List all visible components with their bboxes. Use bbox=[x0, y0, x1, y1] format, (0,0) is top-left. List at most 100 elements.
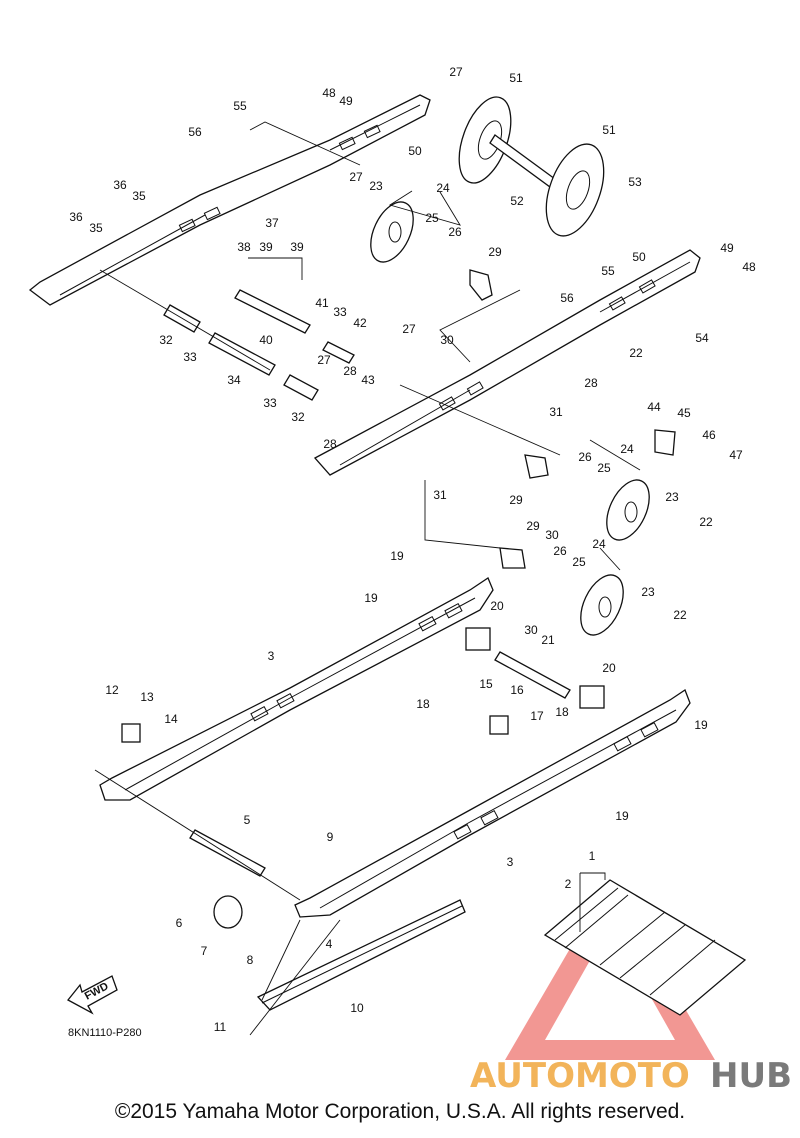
callout-8: 8 bbox=[247, 953, 254, 967]
callout-18b: 18 bbox=[555, 705, 569, 719]
callout-39b: 39 bbox=[290, 240, 304, 254]
callout-24: 24 bbox=[436, 181, 450, 195]
callout-20b: 20 bbox=[602, 661, 616, 675]
callout-19: 19 bbox=[390, 549, 404, 563]
callout-22: 22 bbox=[629, 346, 643, 360]
callout-48b: 48 bbox=[742, 260, 756, 274]
callout-47: 47 bbox=[729, 448, 743, 462]
callout-51: 51 bbox=[509, 71, 523, 85]
callout-1: 1 bbox=[589, 849, 596, 863]
callout-11: 11 bbox=[214, 1020, 227, 1034]
callout-24c: 24 bbox=[592, 537, 606, 551]
callout-30b: 30 bbox=[545, 528, 559, 542]
callout-22c: 22 bbox=[673, 608, 687, 622]
callout-2: 2 bbox=[565, 877, 572, 891]
callout-45: 45 bbox=[677, 406, 691, 420]
callout-23c: 23 bbox=[641, 585, 655, 599]
callout-22b: 22 bbox=[699, 515, 713, 529]
callout-49b: 49 bbox=[720, 241, 734, 255]
drawing-code: 8KN1110-P280 bbox=[68, 1027, 142, 1039]
callout-51b: 51 bbox=[602, 123, 616, 137]
callout-34: 34 bbox=[227, 373, 241, 387]
callout-32: 32 bbox=[159, 333, 173, 347]
lower-left-rail bbox=[99, 577, 494, 801]
callout-44: 44 bbox=[647, 400, 661, 414]
callout-56: 56 bbox=[188, 125, 202, 139]
callout-48: 48 bbox=[322, 86, 336, 100]
callout-15: 15 bbox=[479, 677, 493, 691]
upper-left-rail bbox=[28, 94, 431, 306]
callout-31: 31 bbox=[549, 405, 563, 419]
callout-28b: 28 bbox=[584, 376, 598, 390]
callout-54: 54 bbox=[695, 331, 709, 345]
callout-4: 4 bbox=[326, 937, 333, 951]
callout-27d: 27 bbox=[317, 353, 331, 367]
callout-26: 26 bbox=[448, 225, 462, 239]
callout-20: 20 bbox=[490, 599, 504, 613]
wheel-24-middle bbox=[606, 479, 650, 541]
upper-right-rail bbox=[313, 249, 701, 476]
callout-19d: 19 bbox=[615, 809, 629, 823]
callout-29: 29 bbox=[488, 245, 502, 259]
callout-27c: 27 bbox=[402, 322, 416, 336]
callout-50: 50 bbox=[408, 144, 422, 158]
callout-26b: 26 bbox=[578, 450, 592, 464]
idler-wheel-51-rear bbox=[458, 96, 512, 184]
callout-41: 41 bbox=[315, 296, 329, 310]
callout-16: 16 bbox=[510, 683, 524, 697]
callout-7: 7 bbox=[201, 944, 208, 958]
callout-23b: 23 bbox=[665, 490, 679, 504]
callout-50b: 50 bbox=[632, 250, 646, 264]
callout-21: 21 bbox=[541, 633, 555, 647]
fwd-arrow-icon: FWD bbox=[67, 975, 118, 1015]
callout-35: 35 bbox=[132, 189, 146, 203]
slide-10 bbox=[256, 899, 466, 1011]
wheel-24-lower bbox=[580, 574, 624, 636]
callout-9: 9 bbox=[327, 830, 334, 844]
watermark-text-auto: AUTOMOTO bbox=[470, 1056, 690, 1096]
watermark-text-hub: HUB bbox=[710, 1056, 792, 1096]
callout-29c: 29 bbox=[526, 519, 540, 533]
callout-36: 36 bbox=[113, 178, 127, 192]
callout-27: 27 bbox=[449, 65, 463, 79]
callout-19b: 19 bbox=[364, 591, 378, 605]
callout-30: 30 bbox=[440, 333, 454, 347]
callout-42: 42 bbox=[353, 316, 367, 330]
copyright-notice: ©2015 Yamaha Motor Corporation, U.S.A. A… bbox=[114, 1100, 686, 1123]
callout-3b: 3 bbox=[507, 855, 514, 869]
callout-46: 46 bbox=[702, 428, 716, 442]
callout-12: 12 bbox=[105, 683, 119, 697]
callout-17: 17 bbox=[530, 709, 544, 723]
callout-53: 53 bbox=[628, 175, 642, 189]
callout-55b: 55 bbox=[601, 264, 615, 278]
wheel-7 bbox=[213, 895, 243, 929]
callout-32b: 32 bbox=[291, 410, 305, 424]
callout-3: 3 bbox=[268, 649, 275, 663]
callout-13: 13 bbox=[140, 690, 154, 704]
callout-55: 55 bbox=[233, 99, 247, 113]
callout-49: 49 bbox=[339, 94, 353, 108]
callout-5: 5 bbox=[244, 813, 251, 827]
callout-25c: 25 bbox=[572, 555, 586, 569]
callout-25b: 25 bbox=[597, 461, 611, 475]
watermark: AUTOMOTO HUB bbox=[470, 880, 792, 1096]
callout-numbers: 1 2 3 3 4 5 6 7 8 9 10 11 12 13 14 15 16… bbox=[69, 65, 756, 1034]
callout-19c: 19 bbox=[694, 718, 708, 732]
callout-30c: 30 bbox=[524, 623, 538, 637]
leader-lines bbox=[94, 121, 641, 1036]
callout-23: 23 bbox=[369, 179, 383, 193]
callout-43: 43 bbox=[361, 373, 375, 387]
callout-29b: 29 bbox=[509, 493, 523, 507]
track-clips-1 bbox=[543, 879, 747, 1016]
callout-28: 28 bbox=[343, 364, 357, 378]
callout-31b: 31 bbox=[433, 488, 447, 502]
lower-right-rail bbox=[294, 689, 691, 918]
callout-26c: 26 bbox=[553, 544, 567, 558]
callout-37: 37 bbox=[265, 216, 279, 230]
callout-27b: 27 bbox=[349, 170, 363, 184]
callout-39: 39 bbox=[259, 240, 273, 254]
callout-28c: 28 bbox=[323, 437, 337, 451]
callout-10: 10 bbox=[350, 1001, 364, 1015]
wheel-24-top bbox=[370, 201, 414, 263]
